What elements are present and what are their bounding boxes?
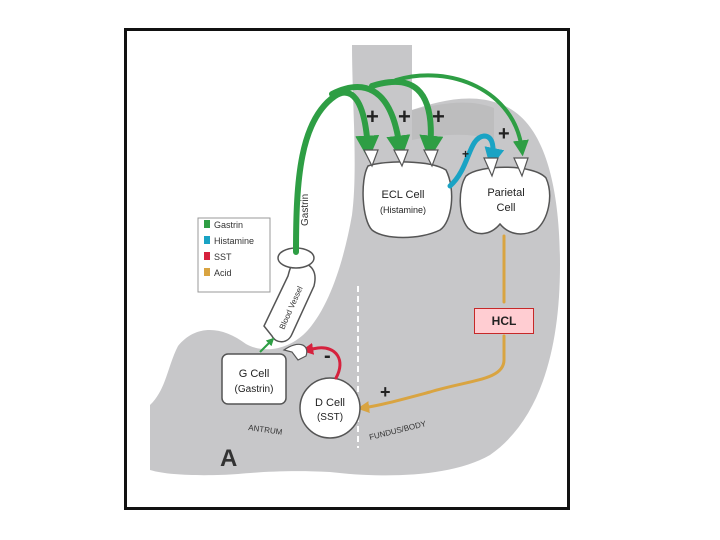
ecl-cell: ECL Cell (Histamine) [362,149,453,239]
ecl-cell-name: ECL Cell [382,189,425,201]
ecl-cell-hormone: (Histamine) [380,205,426,215]
d-cell-name: D Cell [315,397,345,409]
legend-swatch-gastrin [204,220,210,228]
plus-sign-acid: + [380,382,391,402]
g-cell-hormone: (Gastrin) [235,384,274,395]
sst-arrow [301,342,342,380]
plus-sign-ecl-1: + [366,104,379,129]
hcl-label: HCL [491,314,517,328]
plus-sign-parietal: + [498,123,510,145]
legend-swatch-sst [204,252,210,260]
g-cell: G Cell (Gastrin) [221,343,308,405]
histamine-arrow [447,133,505,189]
legend-swatch-acid [204,268,210,276]
plus-sign-ecl-2: + [398,104,411,129]
parietal-cell: Parietal Cell [459,157,551,235]
legend-swatch-histamine [204,236,210,244]
acid-arrow [362,234,506,408]
plus-sign-histamine: + [462,147,469,161]
gastrin-pathway [293,73,529,255]
legend-label-histamine: Histamine [214,236,254,246]
d-cell: D Cell (SST) [299,377,361,439]
hcl-label-box: HCL [474,308,534,334]
gastrin-flow-label: Gastrin [300,194,311,226]
g-cell-gastrin-release [259,337,275,353]
legend-label-gastrin: Gastrin [214,220,243,230]
plus-sign-ecl-3: + [432,104,445,129]
parietal-cell-name: Parietal [487,187,524,199]
legend-label-sst: SST [214,252,232,262]
d-cell-hormone: (SST) [317,412,343,423]
g-cell-name: G Cell [239,368,270,380]
minus-sign-sst: - [324,345,331,367]
parietal-cell-suffix: Cell [497,202,516,214]
panel-letter: A [220,445,237,472]
legend-label-acid: Acid [214,268,232,278]
